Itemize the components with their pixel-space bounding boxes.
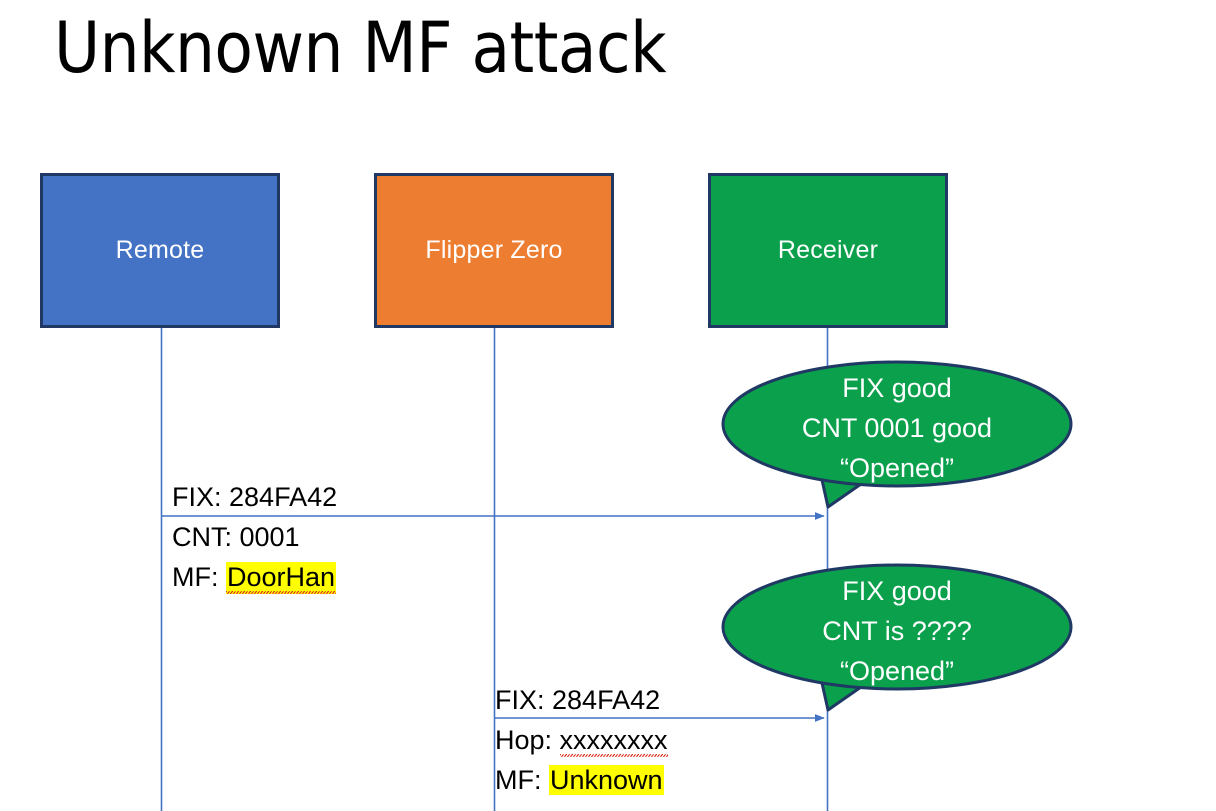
page-title: Unknown MF attack bbox=[54, 7, 667, 89]
message-line-label: FIX: bbox=[495, 685, 553, 715]
message-line: FIX: 284FA42 bbox=[495, 680, 668, 720]
callout-text-1: FIX good CNT 0001 good “Opened” bbox=[732, 368, 1062, 488]
message-line: FIX: 284FA42 bbox=[172, 477, 337, 517]
callout-line: CNT is ???? bbox=[822, 616, 972, 646]
actor-label-flipper-zero: Flipper Zero bbox=[425, 236, 563, 264]
callout-bubble-1 bbox=[721, 360, 1073, 509]
message-line-label: MF: bbox=[495, 765, 549, 795]
message-line: Hop: xxxxxxxx bbox=[495, 720, 668, 760]
callout-bubble-2 bbox=[721, 563, 1073, 712]
message-line-value-highlighted: Unknown bbox=[549, 765, 664, 795]
callout-line: FIX good bbox=[842, 373, 952, 403]
message-line-value: 0001 bbox=[239, 522, 300, 552]
callout-line: CNT 0001 good bbox=[801, 413, 993, 443]
callout-text-2: FIX good CNT is ???? “Opened” bbox=[732, 571, 1062, 691]
message-line-value-spellchecked: xxxxxxxx bbox=[559, 725, 668, 757]
message-line: CNT: 0001 bbox=[172, 517, 337, 557]
message-line-value: 284FA42 bbox=[229, 482, 338, 512]
message-line-value: 284FA42 bbox=[552, 685, 661, 715]
actor-box-remote[interactable]: Remote bbox=[40, 173, 280, 328]
actor-label-remote: Remote bbox=[115, 236, 205, 264]
message-line: MF: Unknown bbox=[495, 760, 668, 800]
actor-box-flipper-zero[interactable]: Flipper Zero bbox=[374, 173, 614, 328]
message-line-label: Hop: bbox=[495, 725, 560, 755]
actor-box-receiver[interactable]: Receiver bbox=[708, 173, 948, 328]
message-line-value-highlighted: DoorHan bbox=[226, 562, 337, 594]
message-label-remote-to-receiver: FIX: 284FA42 CNT: 0001 MF: DoorHan bbox=[172, 477, 337, 597]
message-line: MF: DoorHan bbox=[172, 557, 337, 597]
callout-line: “Opened” bbox=[839, 453, 955, 483]
callout-line: FIX good bbox=[842, 576, 952, 606]
message-line-label: FIX: bbox=[172, 482, 230, 512]
message-line-label: MF: bbox=[172, 562, 226, 592]
message-label-flipper-to-receiver: FIX: 284FA42 Hop: xxxxxxxx MF: Unknown bbox=[495, 680, 668, 800]
callout-line: “Opened” bbox=[839, 656, 955, 686]
message-line-label: CNT: bbox=[172, 522, 240, 552]
actor-label-receiver: Receiver bbox=[777, 236, 879, 264]
